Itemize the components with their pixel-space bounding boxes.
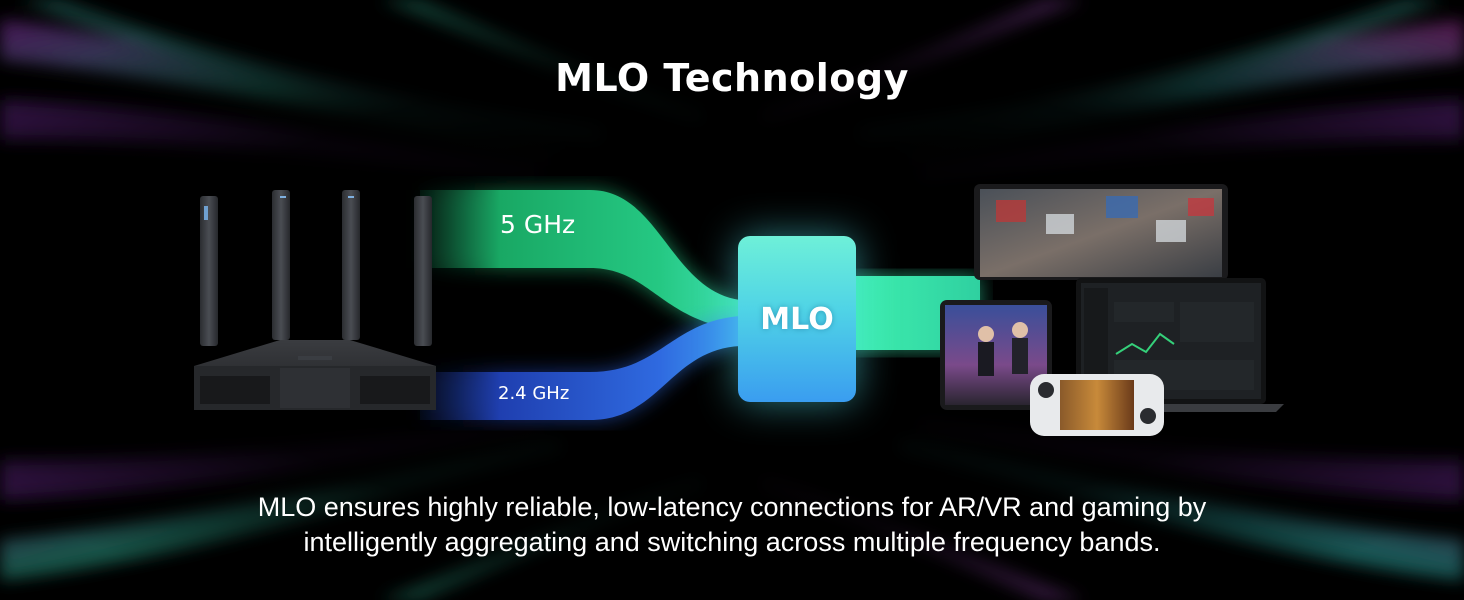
caption-line-1: MLO ensures highly reliable, low-latency… bbox=[257, 492, 1207, 522]
mlo-chip: MLO bbox=[738, 236, 856, 402]
monitor-device bbox=[974, 184, 1228, 280]
page-title: MLO Technology bbox=[555, 56, 909, 100]
band-24ghz-label: 2.4 GHz bbox=[498, 383, 570, 404]
band-5ghz-label: 5 GHz bbox=[500, 210, 576, 239]
band-5ghz-stream bbox=[420, 190, 740, 330]
caption-line-2: intelligently aggregating and switching … bbox=[303, 527, 1161, 557]
caption: MLO ensures highly reliable, low-latency… bbox=[0, 490, 1464, 560]
devices-image bbox=[940, 184, 1284, 436]
mlo-chip-label: MLO bbox=[760, 301, 834, 337]
handheld-device bbox=[1030, 374, 1164, 436]
router-image bbox=[194, 190, 436, 410]
band-24ghz-stream bbox=[420, 316, 740, 420]
